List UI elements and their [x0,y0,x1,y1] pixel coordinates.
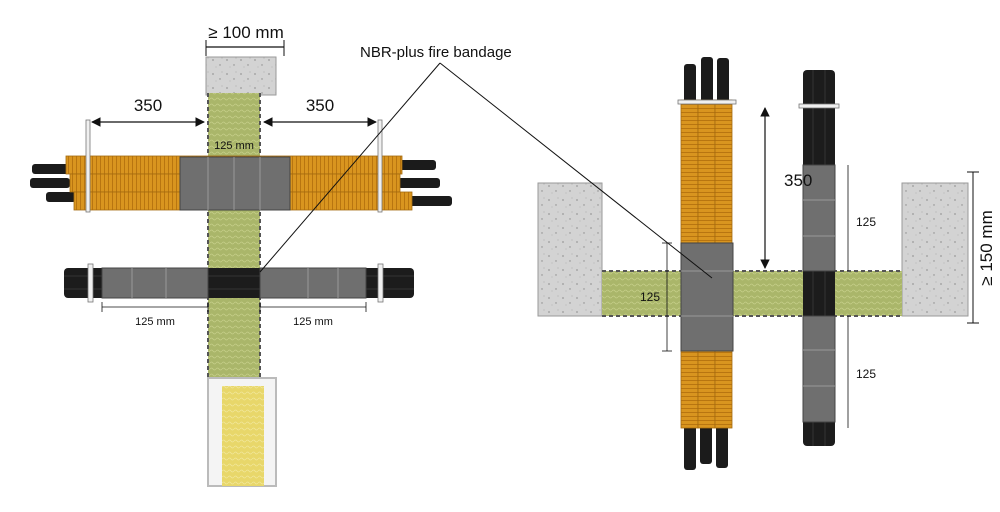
fire-bandage-vertical-bundle [680,242,734,352]
fire-bandage-vertical-lower [802,315,836,423]
cable-end-bottom-2 [700,424,712,464]
label-floor-thickness: ≥ 150 mm [977,210,996,285]
label-350-left: 350 [134,96,162,115]
wall-cap-concrete [205,56,277,96]
left-view: ≥ 100 mm 350 350 125 mm 125 mm 125 mm [30,23,452,487]
cable-end-top-1 [684,64,696,104]
label-125-left: 125 mm [135,316,175,328]
cable-end-left-1 [32,164,72,174]
cable-tie-vertical-cable [798,103,840,109]
callout-label: NBR-plus fire bandage [360,44,512,61]
cable-end-right-2 [398,178,440,188]
fire-bandage-top [179,156,291,211]
cable-end-left-3 [46,192,76,202]
label-wall-thickness: ≥ 100 mm [208,23,283,42]
callout: NBR-plus fire bandage [259,44,713,279]
cable-end-top-2 [701,57,713,103]
cable-tie-top-left [85,119,91,213]
label-125-upper: 125 [856,215,876,229]
fire-bandage-lower-left [101,267,209,299]
label-350-vertical: 350 [784,171,812,190]
cable-end-right-1 [396,160,436,170]
cable-end-right-3 [408,196,452,206]
label-125-left-vertical: 125 [640,290,660,304]
fire-bandage-vertical-upper [802,164,836,272]
cable-tie-vertical-bundle [677,99,737,105]
wall-lower-insulation [222,386,264,486]
cable-end-top-3 [717,58,729,104]
floor-concrete-right [901,182,969,317]
label-125-right: 125 mm [293,316,333,328]
floor-concrete-left [537,182,603,317]
cable-tie-lower-right [377,263,384,303]
cable-end-bottom-3 [716,424,728,468]
cable-end-bottom-1 [684,424,696,470]
cable-tie-top-right [377,119,383,213]
right-view: 350 125 125 125 ≥ 150 mm [537,57,996,470]
floor-insulation [602,271,902,316]
callout-leader-left [259,62,441,273]
callout-leader-right [439,62,713,279]
label-125-top: 125 mm [214,140,254,152]
cable-end-left-2 [30,178,70,188]
label-125-lower: 125 [856,367,876,381]
fire-bandage-lower-right [259,267,367,299]
wall-insulation [208,93,260,378]
label-350-right: 350 [306,96,334,115]
cable-tie-lower-left [87,263,94,303]
